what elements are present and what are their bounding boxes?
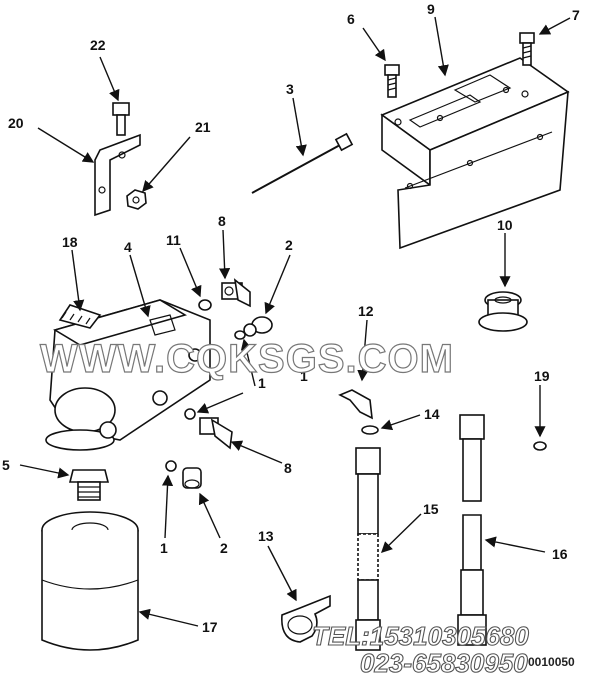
callout-9: 9	[427, 1, 435, 17]
callout-5: 5	[2, 457, 10, 473]
callout-13: 13	[258, 528, 274, 544]
plug-2-lower	[182, 467, 202, 489]
phone-line-2: 023-65830950	[360, 648, 528, 678]
o-ring-1-upper	[234, 330, 246, 340]
callout-17: 17	[202, 619, 218, 635]
callout-2-lower: 2	[220, 540, 228, 556]
filter-head-4	[45, 299, 211, 451]
phone-line-1: TEL:15310305680	[312, 621, 529, 651]
callout-1-lower: 1	[160, 540, 168, 556]
elbow-fitting-12	[338, 389, 373, 420]
watermark: WWW.CQKSGS.COM	[40, 337, 454, 381]
o-ring-1-mid	[184, 408, 196, 420]
callout-1-right: 1	[300, 368, 308, 384]
callout-2-upper: 2	[285, 237, 293, 253]
callout-21: 21	[195, 119, 211, 135]
callout-11: 11	[166, 232, 181, 248]
callout-7: 7	[572, 7, 580, 23]
hose-16	[457, 414, 487, 646]
o-ring-11	[198, 299, 212, 311]
callout-8-upper: 8	[218, 213, 226, 229]
callout-4: 4	[124, 239, 132, 255]
callout-3: 3	[286, 81, 294, 97]
filter-17	[41, 511, 139, 651]
callout-14: 14	[424, 406, 440, 422]
callout-1-upper: 1	[258, 375, 266, 391]
bolt-7	[519, 32, 535, 66]
bolt-22	[112, 102, 130, 136]
o-ring-1-lower	[165, 460, 177, 472]
callout-6: 6	[347, 11, 355, 27]
callout-labels: 22 20 21 3 6 9 7 8 11 2 18 4 10 1 1 12 1…	[2, 1, 580, 635]
callout-18: 18	[62, 234, 78, 250]
callout-12: 12	[358, 303, 374, 319]
o-ring-19	[533, 441, 547, 451]
callout-20: 20	[8, 115, 24, 131]
mounting-plate	[380, 57, 570, 250]
callout-19: 19	[534, 368, 550, 384]
clamp-13	[281, 594, 331, 643]
sensor-18	[58, 304, 102, 329]
leader-lines	[19, 16, 571, 627]
callout-22: 22	[90, 37, 106, 53]
elbow-fitting-8-lower	[199, 417, 233, 450]
bushing-10	[478, 291, 528, 332]
bracket-20	[94, 133, 141, 217]
drawing-code: 0010050	[528, 655, 575, 669]
callout-16: 16	[552, 546, 568, 562]
o-ring-14	[361, 425, 379, 435]
cable-tie-3	[251, 132, 354, 194]
elbow-fitting-8-upper	[221, 278, 251, 308]
bolt-6	[384, 64, 400, 98]
nipple-5	[68, 469, 110, 501]
callout-15: 15	[423, 501, 439, 517]
callout-10: 10	[497, 217, 513, 233]
hose-15	[355, 447, 381, 651]
callout-8-lower: 8	[284, 460, 292, 476]
nut-21	[126, 189, 147, 210]
plug-2-upper	[243, 316, 273, 337]
